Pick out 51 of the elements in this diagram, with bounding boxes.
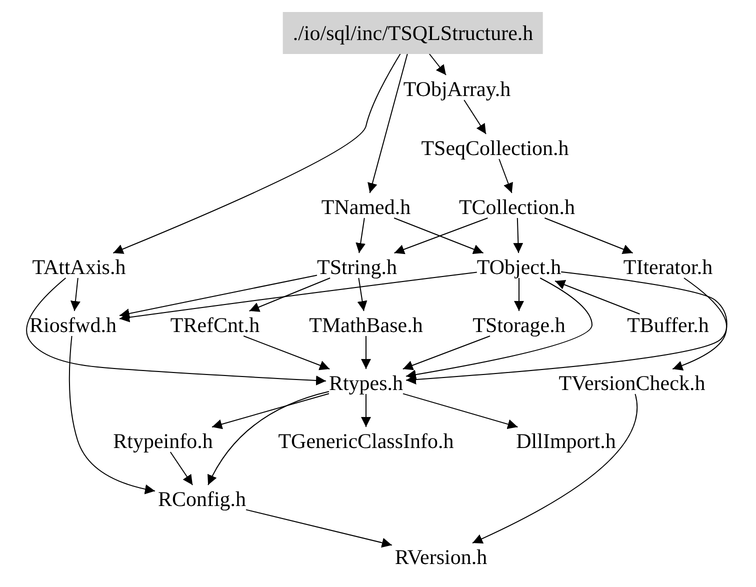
file-name: TString.h xyxy=(315,254,399,280)
file-name: TSeqCollection.h xyxy=(419,135,571,161)
include-arrow xyxy=(368,52,408,194)
include-arrow xyxy=(119,274,318,318)
file-name: TObject.h xyxy=(474,254,564,280)
include-arrow xyxy=(119,272,478,322)
file-name: TBuffer.h xyxy=(625,312,711,338)
include-arrow xyxy=(208,391,330,486)
include-arrow xyxy=(212,393,330,430)
file-name: TVersionCheck.h xyxy=(556,370,708,396)
include-arrow xyxy=(406,278,592,380)
include-arrow xyxy=(406,278,728,384)
file-name: TNamed.h xyxy=(319,194,413,220)
include-arrow xyxy=(70,278,80,312)
include-arrow xyxy=(427,52,446,76)
file-name: TMathBase.h xyxy=(307,312,425,338)
include-arrow xyxy=(498,158,513,194)
include-arrow xyxy=(243,336,330,370)
file-name: TObjArray.h xyxy=(401,76,513,102)
file-name: Riosfwd.h xyxy=(28,312,118,338)
include-arrow xyxy=(26,278,326,386)
include-arrow xyxy=(248,278,331,312)
include-arrow xyxy=(361,394,371,428)
file-name: Rtypes.h xyxy=(326,370,406,396)
include-arrow xyxy=(514,278,524,312)
file-name: TStorage.h xyxy=(470,312,568,338)
file-name: RConfig.h xyxy=(156,486,248,512)
file-name: TAttAxis.h xyxy=(30,254,128,280)
include-arrow xyxy=(170,452,194,486)
file-name: TRefCnt.h xyxy=(168,312,262,338)
include-arrow xyxy=(472,394,638,544)
include-arrow xyxy=(560,271,728,370)
file-name: TIterator.h xyxy=(621,254,715,280)
file-name: RVersion.h xyxy=(392,544,490,570)
file-name: TGenericClassInfo.h xyxy=(276,428,456,454)
file-name: Rtypeinfo.h xyxy=(111,428,215,454)
include-arrow xyxy=(464,100,486,134)
include-arrow xyxy=(554,280,640,314)
file-name: DllImport.h xyxy=(514,428,618,454)
include-arrow xyxy=(112,52,402,254)
root-file-box: ./io/sql/inc/TSQLStructure.h xyxy=(282,12,544,54)
include-arrow xyxy=(402,393,518,430)
include-arrow xyxy=(361,336,371,370)
include-arrow xyxy=(68,336,156,494)
file-name: TCollection.h xyxy=(456,194,578,220)
include-arrow xyxy=(402,336,490,370)
include-arrow xyxy=(357,278,368,312)
include-arrow xyxy=(513,218,524,254)
include-arrow xyxy=(356,218,366,254)
include-arrow xyxy=(544,218,634,254)
include-arrow xyxy=(246,509,392,548)
